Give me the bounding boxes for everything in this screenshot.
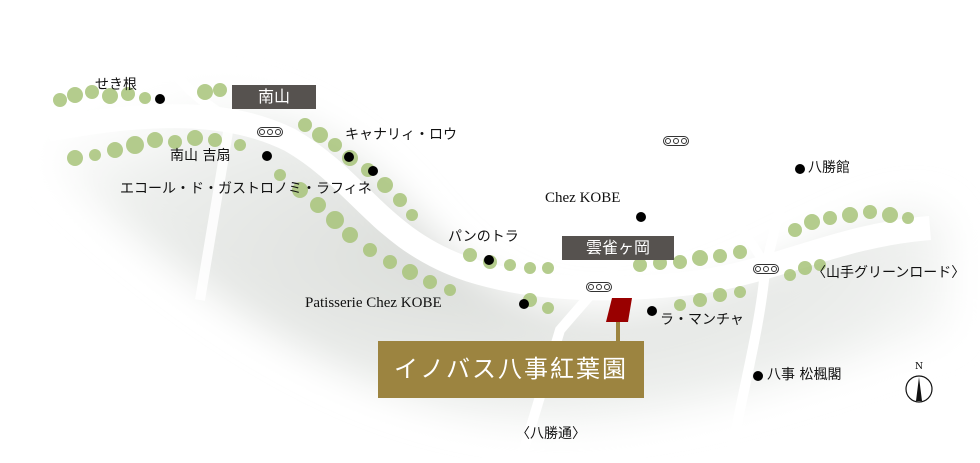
place-dot-icon <box>753 371 763 381</box>
place-dot-icon <box>484 255 494 265</box>
north-compass-icon: N <box>904 362 934 406</box>
tree-clusters <box>53 83 914 314</box>
traffic-signal-icon <box>663 136 689 146</box>
place-label: エコール・ド・ガストロノミ・ラフィネ <box>120 181 372 197</box>
place-dot-icon <box>647 306 657 316</box>
compass-label: N <box>915 362 923 372</box>
road-label-hasshodori: 〈八勝通〉 <box>516 426 586 442</box>
place-label: ラ・マンチャ <box>660 312 744 328</box>
place-label: Patisserie Chez KOBE <box>305 295 442 311</box>
place-label: 八勝館 <box>808 160 850 176</box>
place-label: キャナリィ・ロウ <box>345 127 457 143</box>
station-label-hibarigaoka: 雲雀ヶ岡 <box>562 236 674 260</box>
road-label-yamate-green-road: 〈山手グリーンロード〉 <box>812 265 966 281</box>
place-dot-icon <box>795 164 805 174</box>
place-label: せき根 <box>95 77 137 93</box>
place-label: 南山 吉扇 <box>170 148 231 164</box>
place-dot-icon <box>344 152 354 162</box>
place-dot-icon <box>262 151 272 161</box>
traffic-signal-icon <box>257 127 283 137</box>
place-dot-icon <box>519 299 529 309</box>
place-label: Chez KOBE <box>545 190 621 206</box>
property-name-box: イノバス八事紅葉園 <box>378 341 644 398</box>
place-dot-icon <box>155 94 165 104</box>
place-dot-icon <box>368 166 378 176</box>
place-label: 八事 松楓閣 <box>767 367 842 383</box>
traffic-signal-icon <box>586 282 612 292</box>
station-label-minamiyama: 南山 <box>232 85 316 109</box>
place-label: パンのトラ <box>448 229 519 245</box>
property-marker <box>606 298 632 322</box>
place-dot-icon <box>636 212 646 222</box>
traffic-signal-icon <box>753 264 779 274</box>
